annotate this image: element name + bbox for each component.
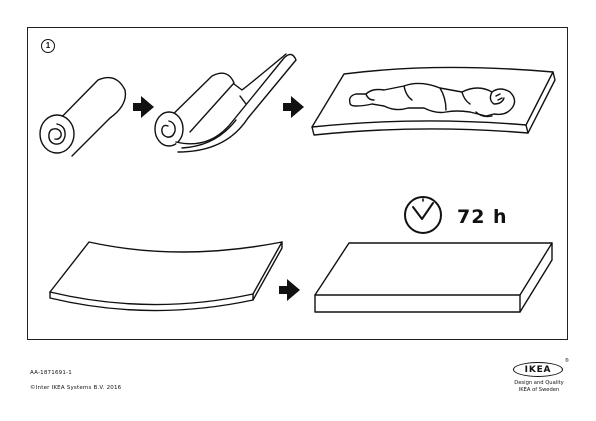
instruction-frame <box>27 27 568 340</box>
tagline: Design and Quality IKEA of Sweden <box>506 380 572 393</box>
rolled-mattress <box>39 76 127 157</box>
person-lying-on-mattress <box>311 66 556 136</box>
ikea-logo: IKEA <box>513 362 563 377</box>
arrow-right-icon <box>279 279 300 301</box>
step-number-badge: 1 <box>41 39 55 53</box>
logo-text: IKEA <box>524 364 552 375</box>
document-id: AA-1871691-1 <box>30 370 72 376</box>
unrolling-mattress <box>154 53 297 153</box>
wait-time-label: 72 h <box>457 206 508 228</box>
clock-icon <box>404 196 442 234</box>
tagline-line-2: IKEA of Sweden <box>518 386 560 393</box>
flat-mattress <box>314 242 553 313</box>
step-number: 1 <box>45 41 51 50</box>
arrow-right-icon <box>283 96 304 118</box>
curved-mattress <box>49 241 283 312</box>
copyright-text: ©Inter IKEA Systems B.V. 2016 <box>30 385 122 391</box>
arrow-right-icon <box>133 96 154 118</box>
tagline-line-1: Design and Quality <box>514 380 564 386</box>
registered-mark: ® <box>565 358 569 364</box>
